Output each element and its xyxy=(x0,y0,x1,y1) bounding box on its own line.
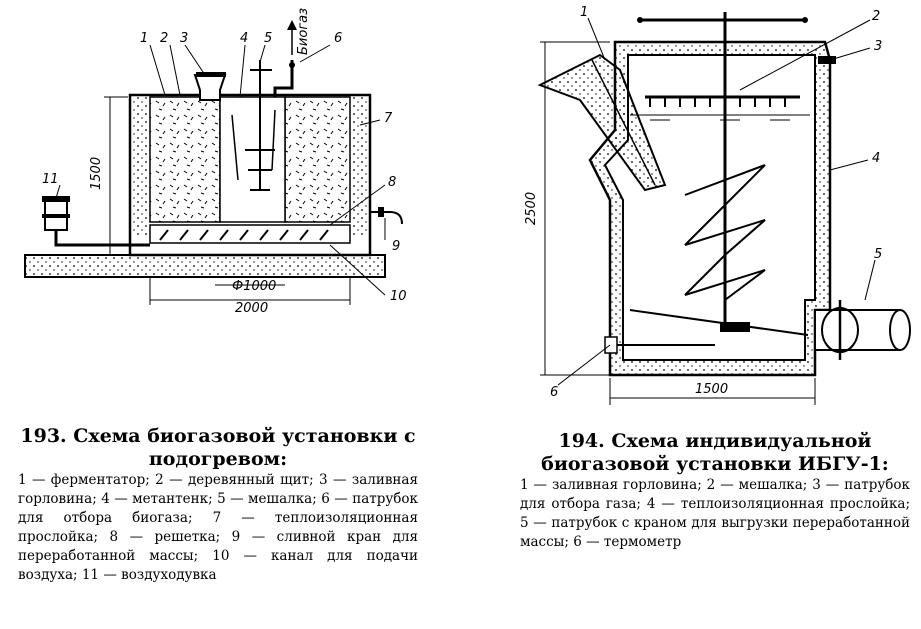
callout-1: 1 xyxy=(580,5,588,20)
fermenter-right xyxy=(284,96,351,223)
dim-height: 2500 xyxy=(524,192,539,225)
callout-5: 5 xyxy=(874,247,882,262)
dim-diameter: Ф1000 xyxy=(232,279,276,294)
diagram-ibgu-1: 2500 1500 1 2 3 4 5 6 xyxy=(524,5,911,405)
dim-height: 1500 xyxy=(89,157,104,190)
callout-4: 4 xyxy=(240,31,248,46)
insulation-right xyxy=(350,97,370,237)
diagram-biogas-heated: 1500 Ф1000 2000 1 2 3 4 5 6 7 8 9 10 11 … xyxy=(24,8,407,316)
callout-6: 6 xyxy=(550,385,558,400)
callout-1: 1 xyxy=(140,31,148,46)
air-duct xyxy=(54,230,150,247)
caption-193-legend: 1 — ферментатор; 2 — деревянный щит; 3 —… xyxy=(18,472,418,583)
callout-2: 2 xyxy=(872,9,880,24)
gas-outlet-pipe xyxy=(273,60,294,97)
caption-194-legend: 1 — заливная горловина; 2 — мешалка; 3 —… xyxy=(520,477,910,550)
dim-width: 1500 xyxy=(695,382,728,397)
callout-7: 7 xyxy=(384,111,393,126)
caption-194-title: 194. Схема индивидуальной биогазовой уст… xyxy=(541,430,889,475)
callout-11: 11 xyxy=(42,172,59,187)
gas-outlet xyxy=(818,56,836,64)
callout-5: 5 xyxy=(264,31,272,46)
caption-193: 193. Схема биогазовой установки с подогр… xyxy=(18,425,418,585)
filler-chute xyxy=(537,53,667,192)
dim-width: 2000 xyxy=(235,301,268,316)
insulation-left xyxy=(130,97,150,237)
callout-10: 10 xyxy=(390,289,407,304)
callout-3: 3 xyxy=(874,39,882,54)
fermenter-left xyxy=(149,96,221,223)
callout-3: 3 xyxy=(180,31,188,46)
callout-2: 2 xyxy=(160,31,168,46)
caption-193-title: 193. Схема биогазовой установки с подогр… xyxy=(20,425,416,470)
grate xyxy=(149,224,351,244)
foundation-slab xyxy=(24,254,386,278)
callout-9: 9 xyxy=(392,239,400,254)
callout-8: 8 xyxy=(388,175,396,190)
caption-194: 194. Схема индивидуальной биогазовой уст… xyxy=(520,430,910,552)
inner-cavity xyxy=(603,54,816,361)
callout-4: 4 xyxy=(872,151,880,166)
filler-neck xyxy=(193,74,227,101)
gas-label: Биогаз xyxy=(296,8,311,55)
agitator-screw xyxy=(684,164,766,301)
drain-tap xyxy=(370,211,403,225)
callout-6: 6 xyxy=(334,31,342,46)
